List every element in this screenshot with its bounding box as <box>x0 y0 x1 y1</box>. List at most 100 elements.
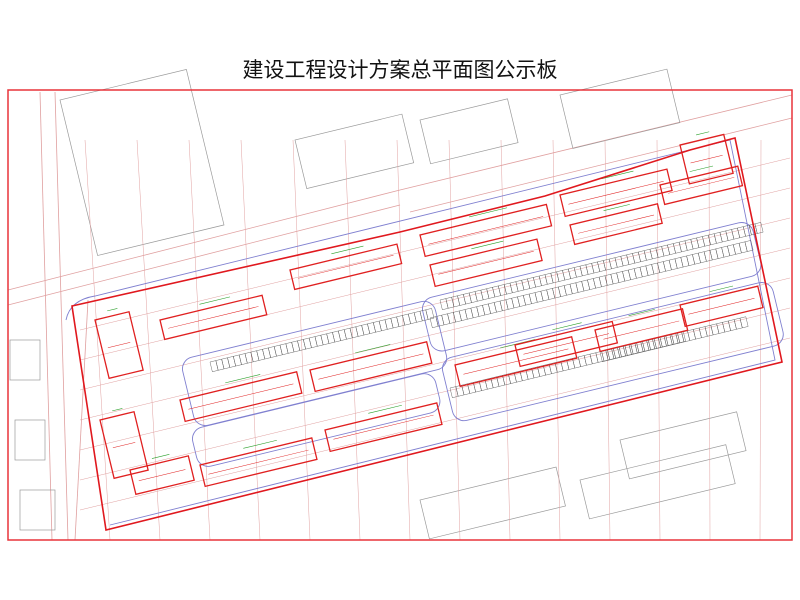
parking-space <box>673 241 682 254</box>
parking-space <box>738 241 748 254</box>
parking-space <box>698 251 707 264</box>
building-inner-line <box>168 306 259 329</box>
parking-space <box>709 248 719 261</box>
axis-line <box>136 139 161 541</box>
parking-space <box>614 256 624 268</box>
parking-space <box>209 360 219 372</box>
parking-space <box>620 254 630 267</box>
building-inner-line <box>690 155 723 164</box>
parking-space <box>671 332 681 345</box>
building-label-leader <box>225 374 261 384</box>
parking-space <box>569 282 579 295</box>
parking-space <box>480 288 490 301</box>
building-label-leader <box>500 339 536 349</box>
parking-space <box>665 334 675 346</box>
parking-space <box>509 281 519 294</box>
axis-line <box>396 139 411 541</box>
parking-space <box>349 326 359 339</box>
parking-row <box>209 308 435 372</box>
parking-space <box>737 226 746 239</box>
neighbor-building <box>14 419 46 461</box>
building-inner-line <box>112 442 136 448</box>
building-label-leader <box>199 296 231 305</box>
parking-space <box>648 338 657 350</box>
parking-space <box>581 279 591 292</box>
axis-line <box>708 139 711 541</box>
building-label-leader <box>471 240 504 250</box>
parking-space <box>610 272 620 285</box>
road-edge-line <box>74 299 89 541</box>
parking-space <box>603 258 612 271</box>
parking-space <box>645 264 655 276</box>
parking-space <box>552 286 561 299</box>
parking-space <box>326 332 336 344</box>
parking-space <box>651 262 661 275</box>
parking-space <box>451 295 461 308</box>
parking-rows <box>209 222 764 398</box>
building-label-leader <box>689 165 714 172</box>
parking-space <box>413 310 423 323</box>
parking-space <box>390 316 400 329</box>
parking-space <box>384 318 394 330</box>
parking-space <box>474 289 484 302</box>
parking-space <box>558 285 567 297</box>
parking-space <box>476 305 486 317</box>
parking-space <box>291 340 301 353</box>
building-label-leader <box>243 439 277 449</box>
axis-line <box>79 337 791 511</box>
parking-space <box>468 291 478 303</box>
parking-space <box>649 247 659 260</box>
residential-building <box>569 203 663 246</box>
building-inner-line <box>428 216 544 245</box>
parking-space <box>733 242 742 255</box>
parking-space <box>482 303 491 316</box>
parking-space <box>505 298 515 310</box>
parking-space <box>636 341 646 353</box>
parking-space <box>618 345 628 358</box>
parking-space <box>332 330 341 343</box>
building-inner-line <box>107 342 131 348</box>
road-edge-line <box>39 91 53 541</box>
parking-space <box>540 289 550 302</box>
parking-space <box>373 320 382 333</box>
building-label-leader <box>603 204 630 211</box>
residential-building <box>559 168 673 218</box>
residential-building <box>679 285 764 328</box>
parking-space <box>601 349 611 362</box>
parking-space <box>630 342 640 355</box>
building-inner-line <box>208 449 309 475</box>
parking-space <box>725 229 735 241</box>
parking-space <box>678 240 688 253</box>
building-label-leader <box>469 207 508 218</box>
building-label-leader <box>628 309 655 316</box>
road-loop <box>192 373 441 467</box>
parking-space <box>692 252 701 265</box>
parking-row <box>439 222 764 310</box>
parking-space <box>659 335 669 348</box>
parking-space <box>303 337 312 350</box>
parking-space <box>279 343 289 356</box>
parking-space <box>684 239 694 251</box>
parking-space <box>256 349 266 361</box>
parking-space <box>638 250 647 262</box>
building-label-leader <box>696 131 710 136</box>
parking-space <box>533 275 542 288</box>
drawing-frame <box>7 89 793 541</box>
parking-space <box>343 327 353 340</box>
parking-space <box>215 358 225 371</box>
parking-space <box>486 287 496 299</box>
parking-space <box>628 268 637 280</box>
parking-space <box>573 265 583 278</box>
road-loop <box>182 300 448 427</box>
building-inner-line <box>318 353 424 380</box>
building-inner-line <box>188 383 294 410</box>
parking-space <box>538 274 548 286</box>
parking-space <box>314 334 324 347</box>
parking-space <box>563 283 573 296</box>
building-label-leader <box>151 454 170 459</box>
parking-space <box>744 240 754 252</box>
residential-building <box>289 243 403 291</box>
residential-building <box>419 203 553 258</box>
parking-space <box>739 316 749 329</box>
